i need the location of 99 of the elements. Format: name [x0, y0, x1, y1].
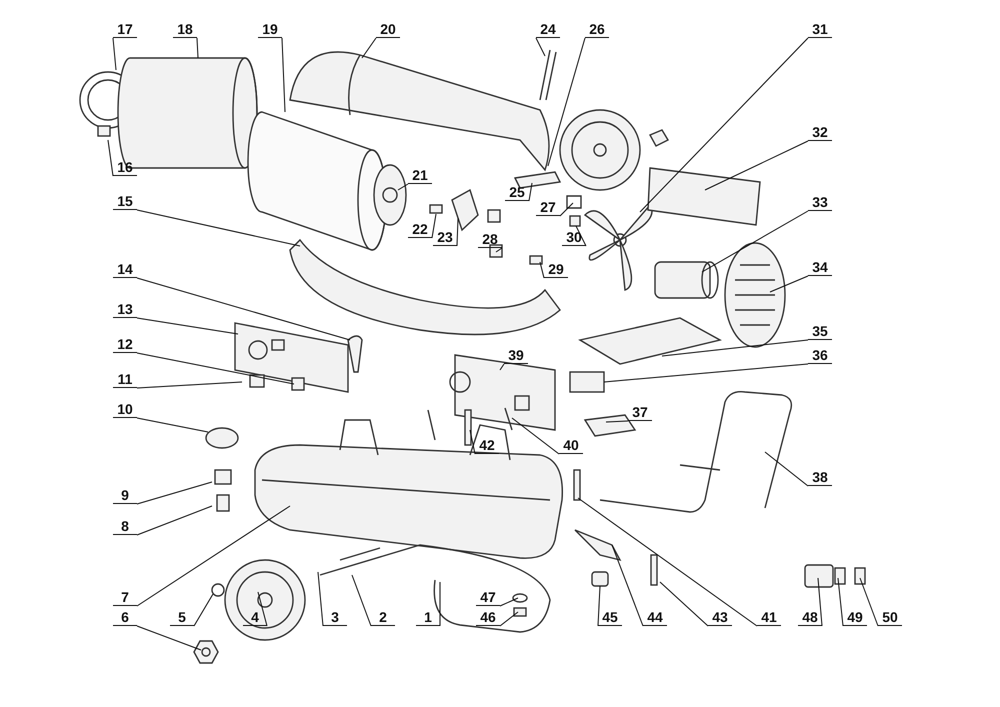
- leader-line: [604, 364, 808, 382]
- callout-number: 2: [371, 610, 395, 626]
- callout-number: 33: [808, 195, 832, 211]
- callout-number: 41: [757, 610, 781, 626]
- callout-number: 31: [808, 22, 832, 38]
- leader-line: [660, 582, 708, 626]
- callout-number: 12: [113, 337, 137, 353]
- leader-line: [764, 452, 808, 486]
- leader-line: [860, 578, 878, 626]
- callout-number: 46: [476, 610, 500, 626]
- callout-number: 40: [559, 438, 583, 454]
- leader-line: [500, 612, 518, 626]
- callout-number: 4: [243, 610, 267, 626]
- callout-number: 25: [505, 185, 529, 201]
- leader-line: [398, 184, 408, 190]
- callout-number: 30: [562, 230, 586, 246]
- leader-line: [108, 140, 114, 176]
- leader-line: [456, 218, 458, 246]
- leader-line: [704, 140, 808, 190]
- leader-line: [136, 352, 294, 384]
- callout-number: 26: [585, 22, 609, 38]
- callout-number: 9: [113, 488, 137, 504]
- callout-number: 16: [113, 160, 137, 176]
- callout-number: 50: [878, 610, 902, 626]
- leader-line: [540, 262, 544, 278]
- leader-line: [500, 364, 504, 370]
- callout-number: 17: [113, 22, 137, 38]
- leader-line: [548, 38, 586, 166]
- callout-number: 35: [808, 324, 832, 340]
- leader-line: [136, 210, 300, 246]
- leader-line: [770, 276, 808, 292]
- callout-number: 44: [643, 610, 667, 626]
- leader-line: [318, 572, 324, 626]
- leader-line: [136, 382, 242, 388]
- leader-line: [136, 318, 238, 334]
- callout-number: 10: [113, 402, 137, 418]
- leader-line: [536, 38, 546, 56]
- callout-number: 11: [113, 372, 137, 388]
- callout-number: 18: [173, 22, 197, 38]
- leader-line: [432, 214, 436, 238]
- callout-number: 39: [504, 348, 528, 364]
- callout-number: 20: [376, 22, 400, 38]
- leader-line: [496, 248, 502, 252]
- leader-line: [512, 418, 560, 454]
- leader-line: [818, 578, 822, 626]
- callout-number: 43: [708, 610, 732, 626]
- callout-number: 48: [798, 610, 822, 626]
- leader-line: [112, 38, 116, 70]
- callout-number: 49: [843, 610, 867, 626]
- leader-line: [500, 598, 518, 606]
- leader-line: [136, 482, 212, 504]
- callout-number: 42: [475, 438, 499, 454]
- callout-number: 7: [113, 590, 137, 606]
- leader-line: [612, 544, 644, 626]
- callout-number: 28: [478, 232, 502, 248]
- callout-number: 32: [808, 125, 832, 141]
- leader-line: [362, 38, 376, 58]
- leader-line: [606, 420, 628, 422]
- leader-line: [838, 578, 844, 626]
- callout-number: 27: [536, 200, 560, 216]
- leader-line: [702, 210, 808, 272]
- leader-line: [470, 430, 476, 454]
- callout-number: 34: [808, 260, 832, 276]
- callout-number: 3: [323, 610, 347, 626]
- leader-line: [528, 182, 532, 202]
- leader-line: [598, 586, 600, 626]
- callout-number: 29: [544, 262, 568, 278]
- leader-line: [662, 340, 808, 356]
- callout-number: 45: [598, 610, 622, 626]
- leader-line: [640, 38, 808, 212]
- leader-line: [136, 278, 350, 340]
- callout-number: 36: [808, 348, 832, 364]
- leader-line: [560, 202, 574, 216]
- callout-number: 1: [416, 610, 440, 626]
- leader-line: [258, 592, 268, 626]
- leader-line: [578, 498, 758, 626]
- callout-number: 15: [113, 194, 137, 210]
- callout-number: 38: [808, 470, 832, 486]
- leader-line: [194, 594, 214, 626]
- callout-number: 24: [536, 22, 560, 38]
- leader-line: [136, 418, 208, 432]
- callout-number: 22: [408, 222, 432, 238]
- callout-number: 13: [113, 302, 137, 318]
- callout-number: 21: [408, 168, 432, 184]
- callout-number: 37: [628, 405, 652, 421]
- leader-line: [136, 506, 212, 536]
- callout-number: 19: [258, 22, 282, 38]
- leader-line: [196, 38, 198, 58]
- callout-number: 6: [113, 610, 137, 626]
- callout-number: 14: [113, 262, 137, 278]
- callout-number: 23: [433, 230, 457, 246]
- leader-line: [576, 226, 586, 246]
- callout-number: 8: [113, 519, 137, 535]
- leader-line: [282, 38, 286, 112]
- callout-number: 5: [170, 610, 194, 626]
- leader-line: [352, 574, 372, 626]
- callout-number: 47: [476, 590, 500, 606]
- leader-line: [136, 506, 290, 606]
- leader-line: [136, 626, 202, 650]
